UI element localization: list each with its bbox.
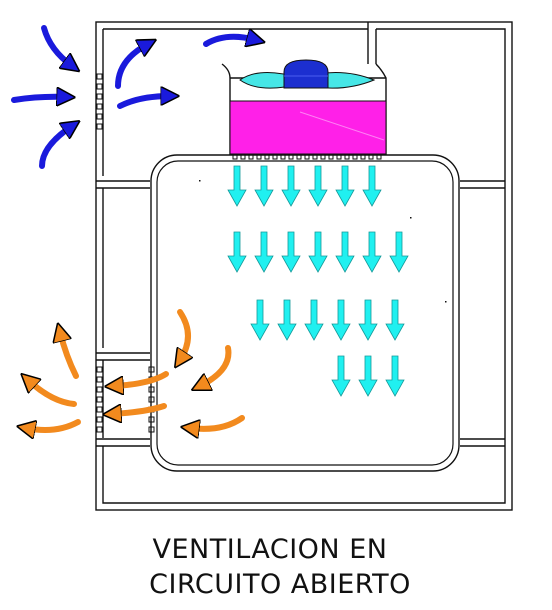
specks	[199, 180, 447, 303]
down-arrow-icon	[250, 299, 270, 341]
exhaust-arrow	[26, 419, 81, 430]
airflow-arrows	[227, 165, 409, 397]
down-arrow-icon	[254, 231, 274, 273]
down-arrow-icon	[362, 165, 382, 207]
fan-icon	[239, 59, 376, 89]
down-arrow-icon	[331, 299, 351, 341]
exhaust-arrow	[112, 403, 167, 414]
exhaust-arrow	[114, 371, 169, 386]
exhaust-arrow	[60, 332, 79, 379]
intake-arrow	[115, 44, 148, 89]
caption-line-1: VENTILACION EN	[152, 534, 388, 565]
down-arrow-icon	[385, 299, 405, 341]
filter-icon	[229, 100, 387, 155]
down-arrow-icon	[227, 231, 247, 273]
down-arrow-icon	[335, 231, 355, 273]
down-arrow-icon	[277, 299, 297, 341]
down-arrow-icon	[254, 165, 274, 207]
down-arrow-icon	[362, 231, 382, 273]
down-arrow-icon	[335, 165, 355, 207]
exhaust-arrow	[190, 415, 245, 429]
exhaust-arrow	[180, 309, 188, 360]
down-arrow-icon	[358, 355, 378, 397]
caption-line-2: CIRCUITO ABIERTO	[149, 569, 411, 600]
down-arrow-icon	[358, 299, 378, 341]
down-arrow-icon	[308, 231, 328, 273]
exhaust-arrow	[200, 345, 232, 386]
filter-grille	[232, 154, 382, 160]
exhaust-grille	[96, 366, 155, 433]
intake-arrow	[203, 37, 256, 44]
down-arrow-icon	[385, 355, 405, 397]
down-arrow-icon	[304, 299, 324, 341]
down-arrow-icon	[331, 355, 351, 397]
intake-arrow	[41, 25, 72, 66]
intake-grille	[96, 73, 103, 130]
enclosure	[95, 21, 513, 511]
intake-arrow	[117, 96, 170, 109]
down-arrow-icon	[308, 165, 328, 207]
intake-arrow	[39, 126, 72, 169]
down-arrow-icon	[281, 231, 301, 273]
ventilation-diagram	[11, 21, 513, 511]
down-arrow-icon	[281, 165, 301, 207]
intake-arrow	[11, 97, 66, 100]
exhaust-arrows	[26, 309, 245, 430]
exhaust-arrow	[28, 380, 77, 407]
intake-arrows	[11, 25, 256, 169]
down-arrow-icon	[227, 165, 247, 207]
inner-chamber	[150, 154, 460, 472]
down-arrow-icon	[389, 231, 409, 273]
